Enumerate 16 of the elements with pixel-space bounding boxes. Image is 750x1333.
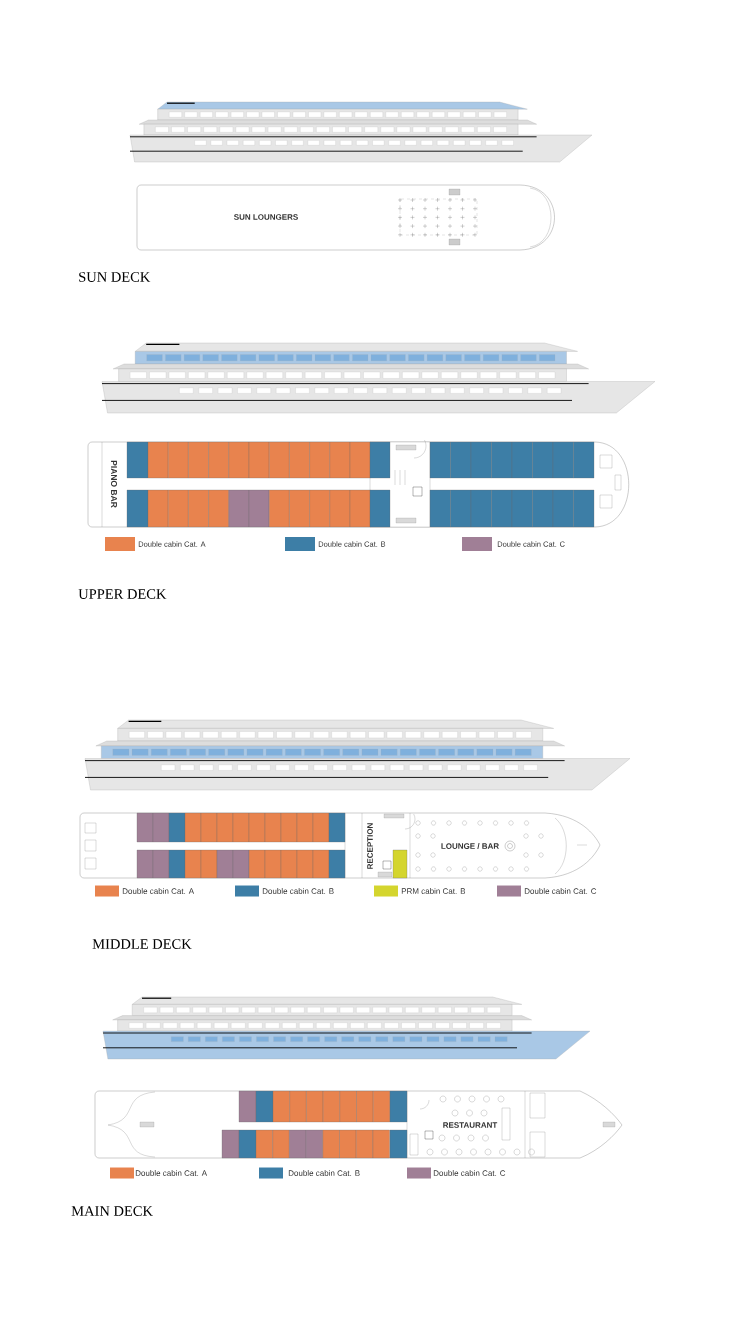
room-label: LOUNGE / BAR xyxy=(441,843,499,849)
legend-text: Double cabin Cat. C xyxy=(524,888,597,894)
room-label: SUN LOUNGERS xyxy=(234,214,298,220)
legend-text: Double cabin Cat. B xyxy=(288,1170,360,1176)
deck-title: MAIN DECK xyxy=(71,1206,153,1216)
room-label: PIANO BAR xyxy=(111,460,117,508)
deck-title: UPPER DECK xyxy=(78,589,167,599)
legend-text: Double cabin Cat. B xyxy=(262,888,334,894)
legend-text: Double cabin Cat. C xyxy=(433,1170,506,1176)
room-label: RECEPTION xyxy=(367,823,373,869)
deck-title: MIDDLE DECK xyxy=(92,939,192,949)
room-label: RESTAURANT xyxy=(443,1122,498,1128)
legend-text: PRM cabin Cat. B xyxy=(401,888,466,894)
legend-text: Double cabin Cat. A xyxy=(135,1170,208,1176)
legend-text: Double cabin Cat. A xyxy=(122,888,195,894)
deck-title: SUN DECK xyxy=(79,272,151,282)
